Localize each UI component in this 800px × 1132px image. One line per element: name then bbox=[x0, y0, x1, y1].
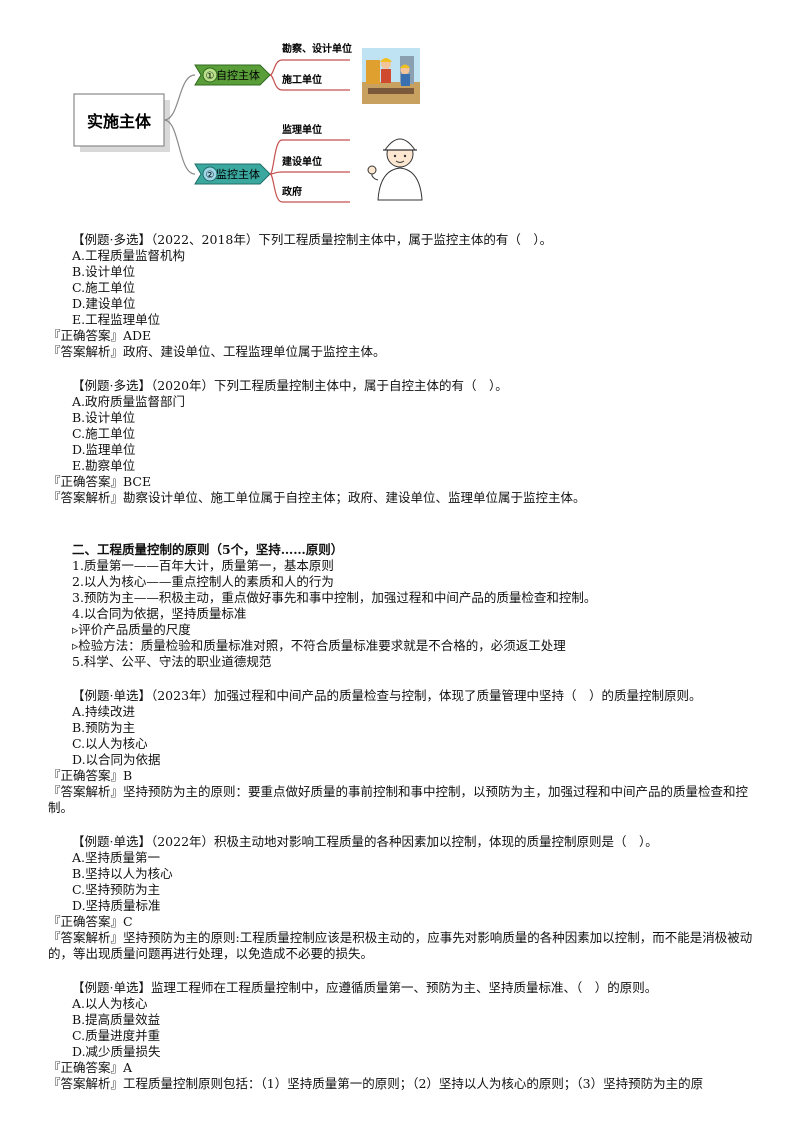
section-title: 二、工程质量控制的原则（5个，坚持……原则） bbox=[72, 542, 344, 557]
principle-item: 3.预防为主——积极主动，重点做好事先和事中控制，加强过程和中间产品的质量检查和… bbox=[72, 590, 597, 605]
option: C.以人为核心 bbox=[72, 736, 148, 751]
connector-bottom bbox=[163, 119, 196, 175]
option: C.坚持预防为主 bbox=[72, 882, 161, 897]
option: D.建设单位 bbox=[72, 296, 136, 311]
question-stem: 【例题·多选】（2022、2018年）下列工程质量控制主体中，属于监控主体的有（… bbox=[72, 232, 553, 247]
leaf-label: 政府 bbox=[282, 185, 302, 198]
correct-answer: 『正确答案』BCE bbox=[48, 474, 152, 489]
leaf-line bbox=[269, 173, 350, 203]
option: C.质量进度并重 bbox=[72, 1028, 161, 1043]
answer-analysis: 『答案解析』政府、建设单位、工程监理单位属于监控主体。 bbox=[48, 344, 386, 359]
question-3: 【例题·单选】（2023年）加强过程和中间产品的质量检查与控制，体现了质量管理中… bbox=[48, 688, 763, 816]
principle-item: 2.以人为核心——重点控制人的素质和人的行为 bbox=[72, 574, 334, 589]
correct-answer: 『正确答案』C bbox=[48, 914, 133, 929]
option: D.坚持质量标准 bbox=[72, 898, 161, 913]
leaf-line bbox=[269, 59, 350, 76]
supervisor-illustration bbox=[367, 138, 423, 201]
principle-item: 4.以合同为依据，坚持质量标准 bbox=[72, 606, 247, 621]
branch-label: 监控主体 bbox=[216, 167, 260, 181]
principles-section: 二、工程质量控制的原则（5个，坚持……原则） 1.质量第一——百年大计，质量第一… bbox=[48, 542, 763, 670]
answer-analysis: 『答案解析』坚持预防为主的原则:工程质量控制应该是积极主动的，应事先对影响质量的… bbox=[48, 930, 753, 961]
correct-answer: 『正确答案』B bbox=[48, 768, 133, 783]
correct-answer: 『正确答案』ADE bbox=[48, 328, 152, 343]
branch-number: ② bbox=[206, 170, 215, 181]
leaf-line bbox=[269, 139, 350, 175]
leaf-line bbox=[269, 74, 350, 91]
leaf-label: 建设单位 bbox=[281, 155, 322, 168]
leaf-label: 勘察、设计单位 bbox=[282, 42, 352, 55]
answer-analysis: 『答案解析』坚持预防为主的原则：要重点做好质量的事前控制和事中控制，以预防为主，… bbox=[48, 784, 749, 815]
connector-top bbox=[163, 74, 196, 121]
option: D.减少质量损失 bbox=[72, 1044, 161, 1059]
question-stem: 【例题·多选】（2020年）下列工程质量控制主体中，属于自控主体的有（ ）。 bbox=[72, 378, 508, 393]
option: B.预防为主 bbox=[72, 720, 136, 735]
option: B.设计单位 bbox=[72, 264, 136, 279]
leaf-label: 监理单位 bbox=[282, 123, 322, 136]
option: A.坚持质量第一 bbox=[72, 850, 161, 865]
question-stem: 【例题·单选】（2023年）加强过程和中间产品的质量检查与控制，体现了质量管理中… bbox=[72, 688, 702, 703]
question-5: 【例题·单选】监理工程师在工程质量控制中，应遵循质量第一、预防为主、坚持质量标准… bbox=[48, 980, 763, 1092]
branch-self-control: ① 自控主体 bbox=[194, 64, 271, 86]
question-4: 【例题·单选】（2022年）积极主动地对影响工程质量的各种因素加以控制，体现的质… bbox=[48, 834, 763, 962]
question-stem: 【例题·单选】（2022年）积极主动地对影响工程质量的各种因素加以控制，体现的质… bbox=[72, 834, 658, 849]
root-label: 实施主体 bbox=[87, 112, 152, 131]
option: B.坚持以人为核心 bbox=[72, 866, 173, 881]
leaf-line bbox=[269, 171, 350, 175]
branch-label: 自控主体 bbox=[216, 68, 260, 82]
option: A.持续改进 bbox=[72, 704, 136, 719]
principle-subitem: ▹检验方法：质量检验和质量标准对照，不符合质量标准要求就是不合格的，必须返工处理 bbox=[72, 638, 566, 653]
branch-number-badge bbox=[202, 67, 218, 83]
option: B.设计单位 bbox=[72, 410, 136, 425]
option: A.政府质量监督部门 bbox=[72, 394, 186, 409]
branch-supervisory-control: ② 监控主体 bbox=[194, 163, 271, 185]
option: D.监理单位 bbox=[72, 442, 136, 457]
question-2: 【例题·多选】（2020年）下列工程质量控制主体中，属于自控主体的有（ ）。 A… bbox=[48, 378, 763, 506]
branch-number: ① bbox=[206, 71, 215, 82]
option: C.施工单位 bbox=[72, 280, 136, 295]
root-box bbox=[73, 93, 165, 147]
option: B.提高质量效益 bbox=[72, 1012, 161, 1027]
option: D.以合同为依据 bbox=[72, 752, 161, 767]
principle-item: 5.科学、公平、守法的职业道德规范 bbox=[72, 654, 272, 669]
construction-workers-illustration bbox=[362, 48, 420, 104]
document-body: 【例题·多选】（2022、2018年）下列工程质量控制主体中，属于监控主体的有（… bbox=[48, 232, 763, 1092]
branch-number-badge bbox=[202, 166, 218, 182]
mindmap-diagram: 实施主体 ① 自控主体 勘察、设计单位 施工单位 ② 监控主体 监理单位 建设单… bbox=[73, 42, 423, 203]
question-1: 【例题·多选】（2022、2018年）下列工程质量控制主体中，属于监控主体的有（… bbox=[48, 232, 763, 360]
answer-analysis: 『答案解析』勘察设计单位、施工单位属于自控主体；政府、建设单位、监理单位属于监控… bbox=[48, 490, 586, 505]
option: E.勘察单位 bbox=[72, 458, 136, 473]
option: A.以人为核心 bbox=[72, 996, 148, 1011]
answer-analysis: 『答案解析』工程质量控制原则包括：（1）坚持质量第一的原则；（2）坚持以人为核心… bbox=[48, 1076, 704, 1091]
principle-subitem: ▹评价产品质量的尺度 bbox=[72, 622, 191, 637]
leaf-label: 施工单位 bbox=[282, 73, 322, 86]
correct-answer: 『正确答案』A bbox=[48, 1060, 133, 1075]
option: A.工程质量监督机构 bbox=[72, 248, 186, 263]
principle-item: 1.质量第一——百年大计，质量第一，基本原则 bbox=[72, 558, 334, 573]
question-stem: 【例题·单选】监理工程师在工程质量控制中，应遵循质量第一、预防为主、坚持质量标准… bbox=[72, 980, 658, 995]
option: E.工程监理单位 bbox=[72, 312, 161, 327]
option: C.施工单位 bbox=[72, 426, 136, 441]
